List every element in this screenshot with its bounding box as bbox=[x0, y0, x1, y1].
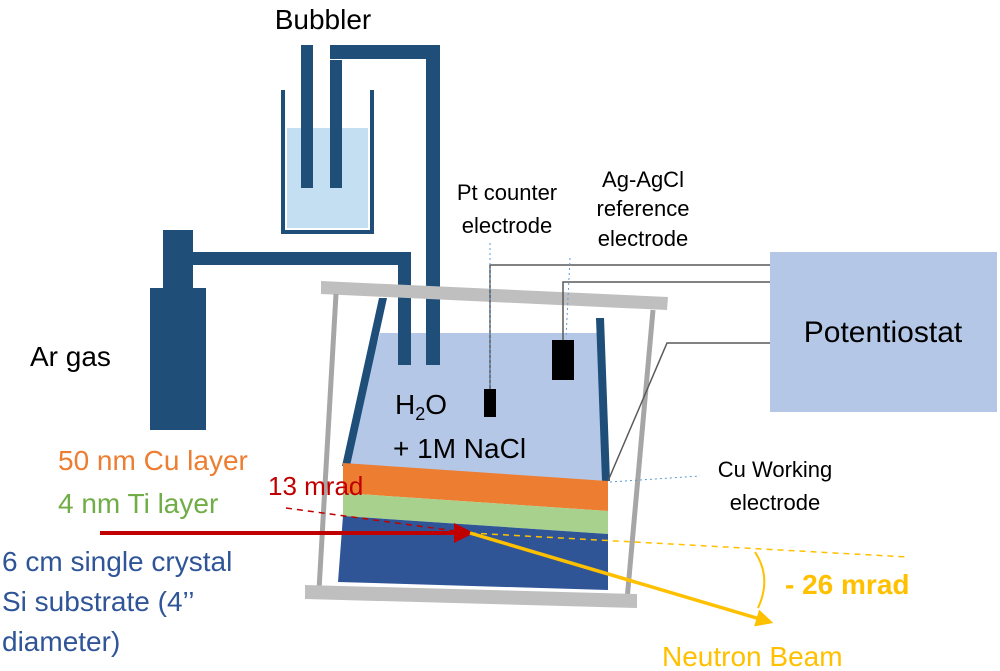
ti-layer-label: 4 nm Ti layer bbox=[58, 488, 218, 519]
leader-lines bbox=[489, 243, 701, 483]
neutron-beam-label: Neutron Beam bbox=[662, 641, 843, 671]
leader-cu-we bbox=[609, 475, 701, 483]
cu-layer bbox=[343, 463, 608, 511]
cu-we-label-2: electrode bbox=[730, 490, 821, 515]
si-label-2: Si substrate (4’’ bbox=[2, 586, 194, 617]
ag-agcl-reference-electrode bbox=[552, 340, 574, 380]
pt-counter-electrode bbox=[484, 389, 496, 417]
ag-ref-label-2: reference bbox=[597, 196, 690, 221]
potentiostat-box bbox=[770, 252, 997, 412]
ar-gas-label: Ar gas bbox=[30, 341, 111, 372]
frame-top-plate bbox=[321, 281, 668, 310]
ti-layer bbox=[343, 493, 608, 534]
cu-we-label-1: Cu Working bbox=[718, 457, 833, 482]
h2o-label: H2O bbox=[395, 389, 447, 424]
bubbler-liquid bbox=[287, 128, 368, 228]
cu-layer-label: 50 nm Cu layer bbox=[58, 445, 248, 476]
bubbler-tube-down bbox=[426, 45, 440, 365]
cell-frame bbox=[305, 281, 668, 608]
bubbler-label: Bubbler bbox=[275, 4, 372, 35]
ag-ref-label-1: Ag-AgCl bbox=[602, 167, 684, 192]
pt-counter-label-1: Pt counter bbox=[457, 180, 557, 205]
ar-gas-cylinder-neck bbox=[163, 230, 193, 290]
ag-ref-label-3: electrode bbox=[598, 226, 689, 251]
wire-reference bbox=[562, 281, 770, 340]
exit-angle-arc bbox=[754, 551, 766, 609]
bubbler bbox=[281, 45, 440, 365]
si-label-3: diameter) bbox=[2, 626, 120, 657]
leader-ag bbox=[565, 257, 571, 339]
wire-working bbox=[607, 342, 770, 482]
incident-angle-label: 13 mrad bbox=[268, 471, 363, 501]
ar-gas-cylinder bbox=[150, 288, 206, 430]
frame-right-rod bbox=[624, 309, 656, 601]
reflection-guide bbox=[285, 507, 471, 534]
gas-tube-end-1 bbox=[398, 330, 411, 365]
si-label-1: 6 cm single crystal bbox=[2, 546, 232, 577]
bubbler-vessel bbox=[281, 90, 374, 234]
pt-counter-label-2: electrode bbox=[462, 213, 553, 238]
exit-beam bbox=[469, 531, 774, 627]
bubbler-outlet-tube bbox=[330, 60, 342, 188]
exit-angle-label: - 26 mrad bbox=[785, 569, 910, 600]
bubbler-tube-top bbox=[330, 45, 440, 59]
potentiostat-label: Potentiostat bbox=[804, 316, 963, 349]
cell-wall-right bbox=[596, 318, 610, 481]
exit-beam-guide bbox=[469, 532, 909, 558]
ar-gas-tube-horizontal bbox=[193, 252, 411, 265]
cell-wall-left bbox=[342, 298, 387, 466]
bubbler-inlet-tube bbox=[301, 45, 313, 188]
nacl-label: + 1M NaCl bbox=[393, 433, 526, 464]
frame-left-rod bbox=[316, 293, 339, 591]
cell-electrolyte bbox=[343, 333, 608, 481]
gas-tube-end-2 bbox=[426, 330, 440, 365]
frame-bottom-plate bbox=[305, 585, 637, 608]
